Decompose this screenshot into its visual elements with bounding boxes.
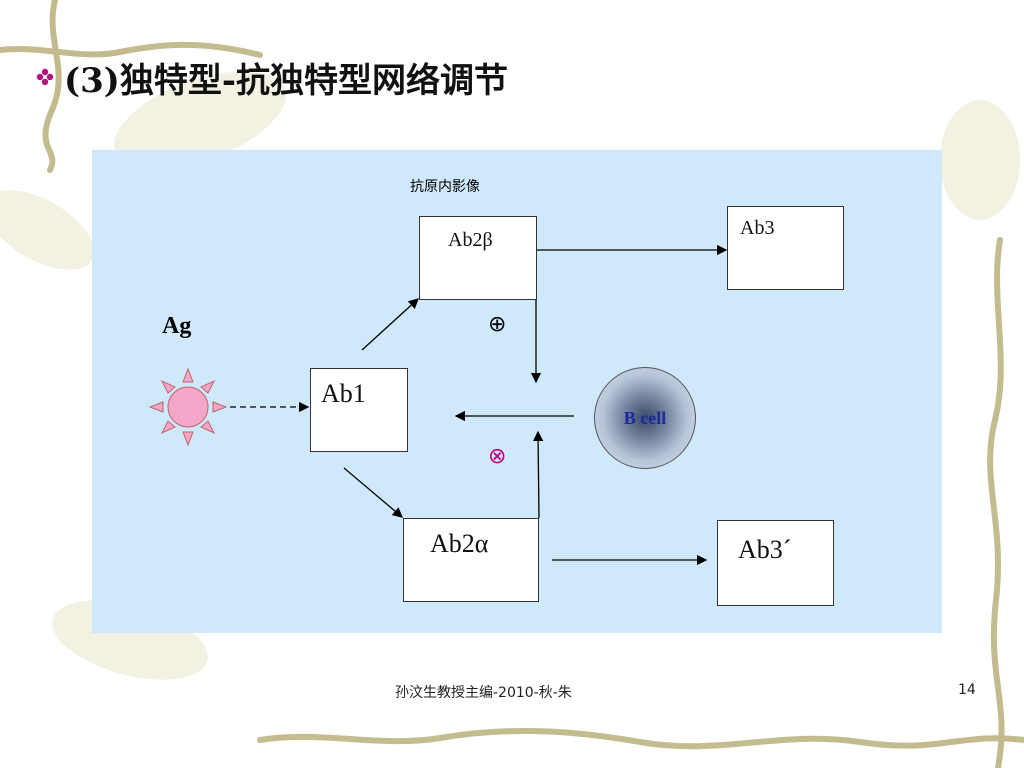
b-cell: B cell bbox=[594, 367, 696, 469]
slide-footer: 孙汶生教授主编-2010-秋-朱 bbox=[395, 685, 572, 701]
ab3prime-box: Ab3´ bbox=[717, 520, 834, 606]
page-number: 14 bbox=[958, 682, 976, 698]
inhibition-symbol: ⊗ bbox=[488, 444, 507, 469]
ab3-box: Ab3 bbox=[727, 206, 844, 290]
ab3-label: Ab3 bbox=[740, 217, 775, 239]
ab1-to-ab2beta-arrow bbox=[361, 298, 419, 351]
ab2alpha-up-arrow bbox=[532, 430, 544, 519]
ab2alpha-box: Ab2α bbox=[403, 518, 539, 602]
slide-title: (3)独特型-抗独特型网络调节 bbox=[36, 52, 508, 102]
diagram-connectors bbox=[148, 244, 728, 566]
ab1-label: Ab1 bbox=[321, 379, 366, 408]
ab3prime-label: Ab3´ bbox=[738, 535, 792, 564]
stimulation-symbol: ⊕ bbox=[488, 312, 507, 337]
idiotype-network-diagram: 抗原内影像 Ag Ab1 Ab2β Ab3 Ab2α Ab3´ ⊕ ⊗ B ce… bbox=[92, 150, 942, 633]
b-cell-label: B cell bbox=[623, 407, 667, 428]
slide-title-text: (3)独特型-抗独特型网络调节 bbox=[64, 60, 508, 101]
ab1-to-ab2alpha-arrow bbox=[343, 467, 403, 518]
internal-image-caption: 抗原内影像 bbox=[410, 179, 480, 195]
ab2beta-label: Ab2β bbox=[448, 229, 493, 251]
antigen-label: Ag bbox=[162, 313, 192, 339]
ab1-box: Ab1 bbox=[310, 368, 408, 452]
ab2alpha-label: Ab2α bbox=[430, 529, 489, 558]
antigen-icon bbox=[148, 367, 228, 447]
ab2beta-box: Ab2β bbox=[419, 216, 537, 300]
diamond-bullet-icon bbox=[36, 68, 54, 86]
